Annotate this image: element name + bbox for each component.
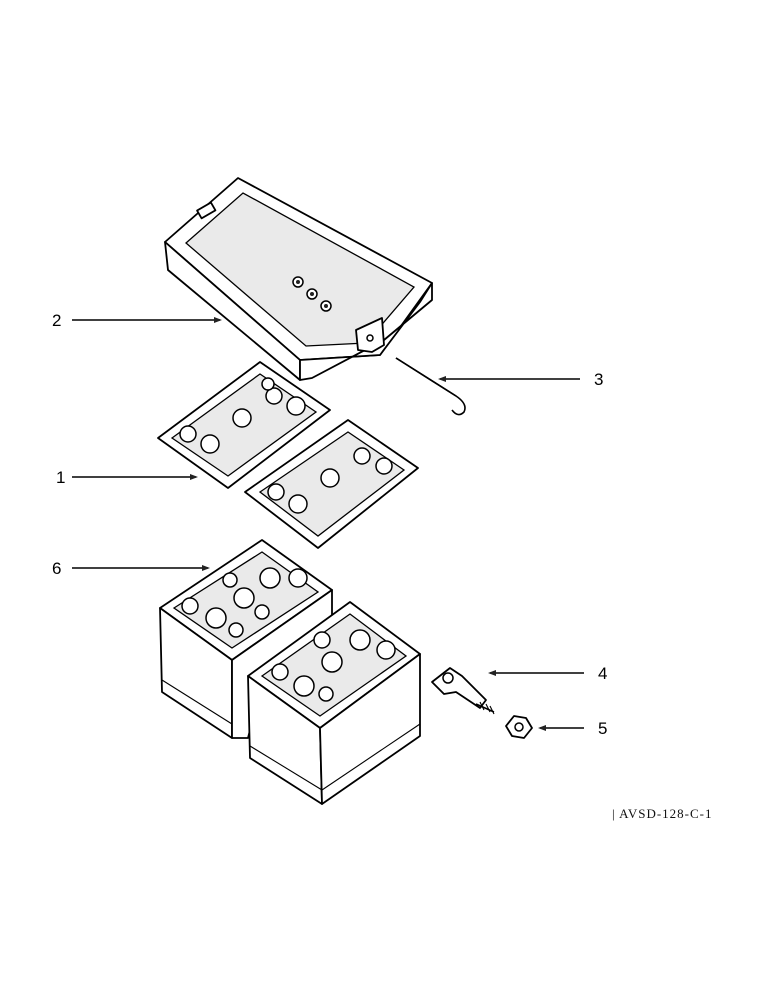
callout-3: 3 <box>594 370 603 389</box>
battery-front <box>247 601 421 805</box>
callout-2: 2 <box>52 311 61 330</box>
callout-5: 5 <box>598 719 607 738</box>
battery-cover-right <box>244 419 419 549</box>
callout-6: 6 <box>52 559 61 578</box>
reference-code: | AVSD-128-C-1 <box>612 806 713 821</box>
battery-tray <box>164 177 433 381</box>
callout-4: 4 <box>598 664 607 683</box>
terminal-clamp <box>431 667 495 715</box>
callout-1: 1 <box>56 468 65 487</box>
leader-lines <box>72 317 584 731</box>
terminal-nut <box>505 715 533 739</box>
hold-down-rod <box>395 357 466 416</box>
battery-cover-left <box>157 361 331 489</box>
